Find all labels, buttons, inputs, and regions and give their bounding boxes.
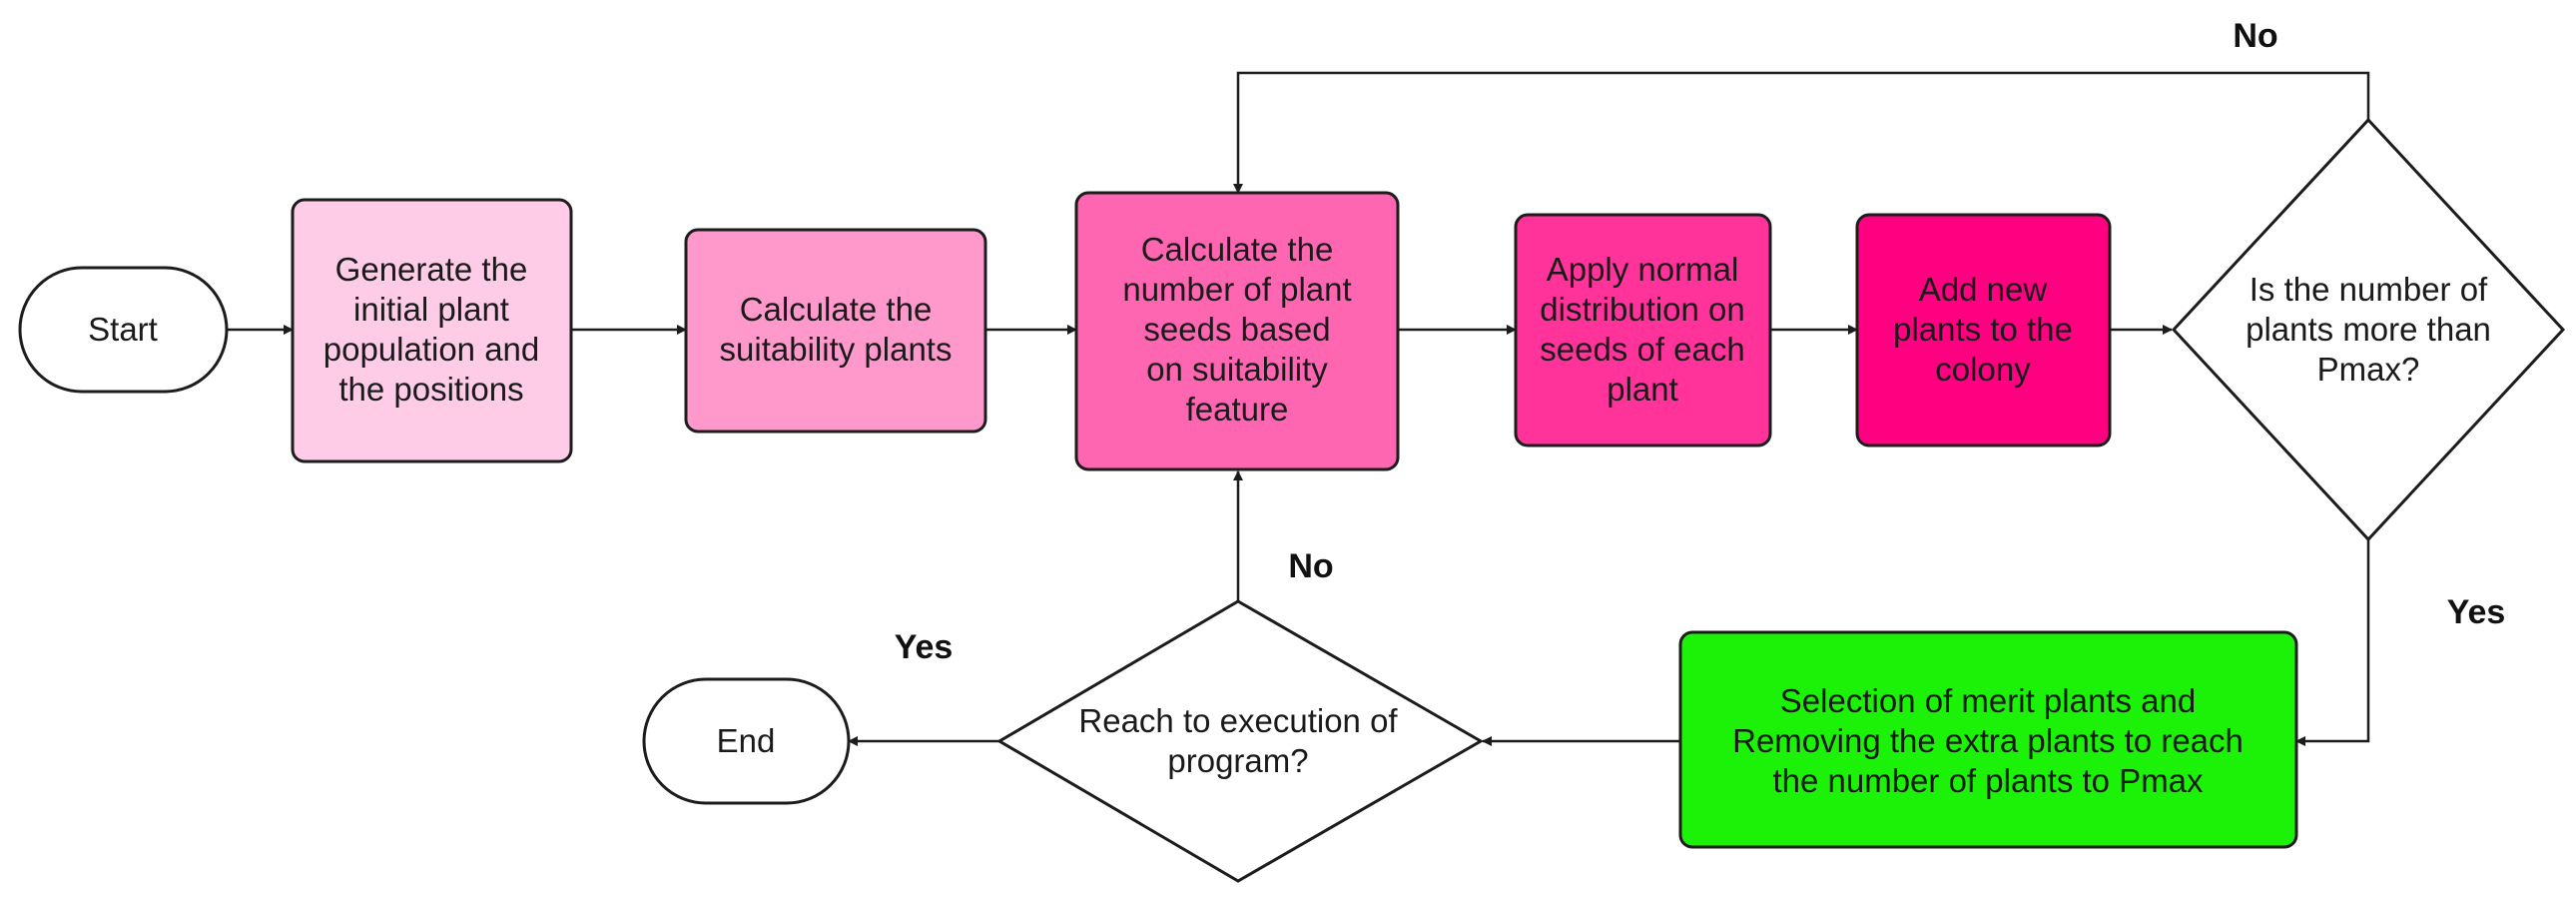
seeds-label-line: Calculate the bbox=[1141, 231, 1334, 268]
generate-label-line: Generate the bbox=[335, 251, 528, 288]
normal-label-line: seeds of each bbox=[1540, 331, 1744, 368]
add-label-line: plants to the bbox=[1893, 311, 2073, 348]
label-end-no: No bbox=[1288, 547, 1333, 585]
selection-label-line: the number of plants to Pmax bbox=[1772, 762, 2204, 799]
normal-label-line: plant bbox=[1607, 371, 1678, 408]
generate-label-line: population and bbox=[323, 331, 540, 368]
add-label-line: colony bbox=[1935, 351, 2031, 388]
generate-label-line: the positions bbox=[338, 371, 523, 408]
normal-label-line: distribution on bbox=[1540, 291, 1744, 328]
check-pmax-label-line: Is the number of bbox=[2250, 271, 2488, 308]
suitability-label-line: Calculate the bbox=[740, 291, 933, 328]
seeds-label-line: seeds based bbox=[1143, 311, 1330, 348]
check-pmax-label-line: Pmax? bbox=[2317, 351, 2420, 388]
label-pmax-no: No bbox=[2233, 17, 2277, 55]
check-end-label-line: program? bbox=[1167, 742, 1308, 779]
suitability-label-line: suitability plants bbox=[720, 331, 953, 368]
edge-check-pmax-yes-to-selection bbox=[2295, 539, 2370, 746]
edges bbox=[227, 71, 2370, 746]
svg-text:End: End bbox=[717, 722, 776, 759]
label-pmax-yes: Yes bbox=[2447, 593, 2506, 631]
selection-label-line: Selection of merit plants and bbox=[1780, 682, 2196, 719]
node-start: Start bbox=[18, 266, 229, 394]
edge-check-pmax-no-loop bbox=[1233, 71, 2370, 194]
end-label-line: End bbox=[717, 722, 776, 759]
svg-text:Start: Start bbox=[88, 311, 158, 348]
generate-label-line: initial plant bbox=[353, 291, 509, 328]
label-end-yes: Yes bbox=[895, 628, 954, 666]
seeds-label-line: on suitability bbox=[1146, 351, 1328, 388]
check-pmax-label-line: plants more than bbox=[2246, 311, 2491, 348]
node-end: End bbox=[642, 677, 851, 805]
check-end-label-line: Reach to execution of bbox=[1078, 702, 1398, 739]
seeds-label-line: number of plant bbox=[1122, 271, 1351, 308]
seeds-label-line: feature bbox=[1186, 391, 1289, 428]
selection-label-line: Removing the extra plants to reach bbox=[1732, 722, 2244, 759]
normal-label-line: Apply normal bbox=[1547, 251, 1739, 288]
start-label-line: Start bbox=[88, 311, 158, 348]
add-label-line: Add new bbox=[1919, 271, 2048, 308]
